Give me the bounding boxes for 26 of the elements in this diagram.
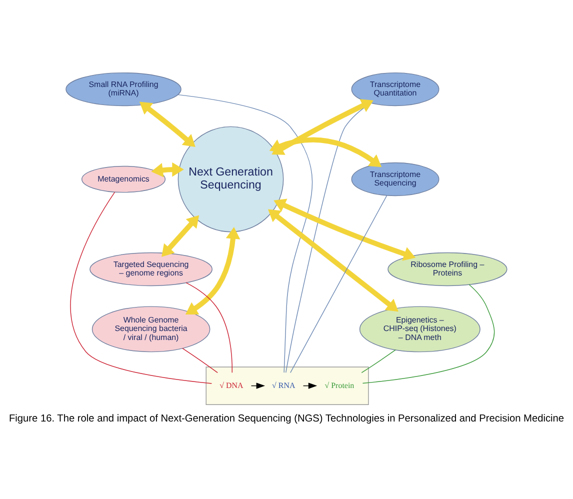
node-text: √ Protein — [324, 380, 354, 390]
node-ellipse: Targeted Sequencing – genome regions — [90, 252, 212, 286]
node-text: √ DNA — [220, 380, 244, 390]
caption: Figure 16. The role and impact of Next-Generation Sequencing (NGS) Technologies in Personalized and Precision Medicine — [8, 412, 564, 424]
arrow — [269, 136, 382, 167]
node-ellipse: Epigenetics – CHIP-seq (Histones) – DNA meth — [359, 306, 480, 352]
node-ellipse: Small RNA Profiling (miRNA) — [66, 72, 182, 106]
arrow — [151, 162, 184, 177]
node-ellipse: Transcriptome Sequencing — [351, 162, 440, 196]
node-ellipse: Ribosome Profiling – Proteins — [388, 252, 508, 286]
arrow — [139, 101, 196, 147]
connector — [182, 347, 218, 373]
connector — [362, 284, 495, 384]
node-text: √ RNA — [272, 380, 296, 390]
connector — [361, 348, 396, 373]
connector — [290, 194, 388, 373]
connector — [177, 94, 313, 372]
arrow — [162, 214, 200, 256]
node-ellipse: Metagenomics — [81, 165, 166, 192]
cluster — [206, 366, 369, 404]
connector — [186, 282, 233, 373]
arrow — [268, 208, 398, 312]
node-ellipse: Transcriptome Quantitation — [351, 72, 440, 106]
arrow — [185, 226, 240, 314]
node-ellipse: Whole Genome Sequencing bacteria / viral / (human) — [92, 306, 210, 352]
arrow — [274, 198, 416, 260]
